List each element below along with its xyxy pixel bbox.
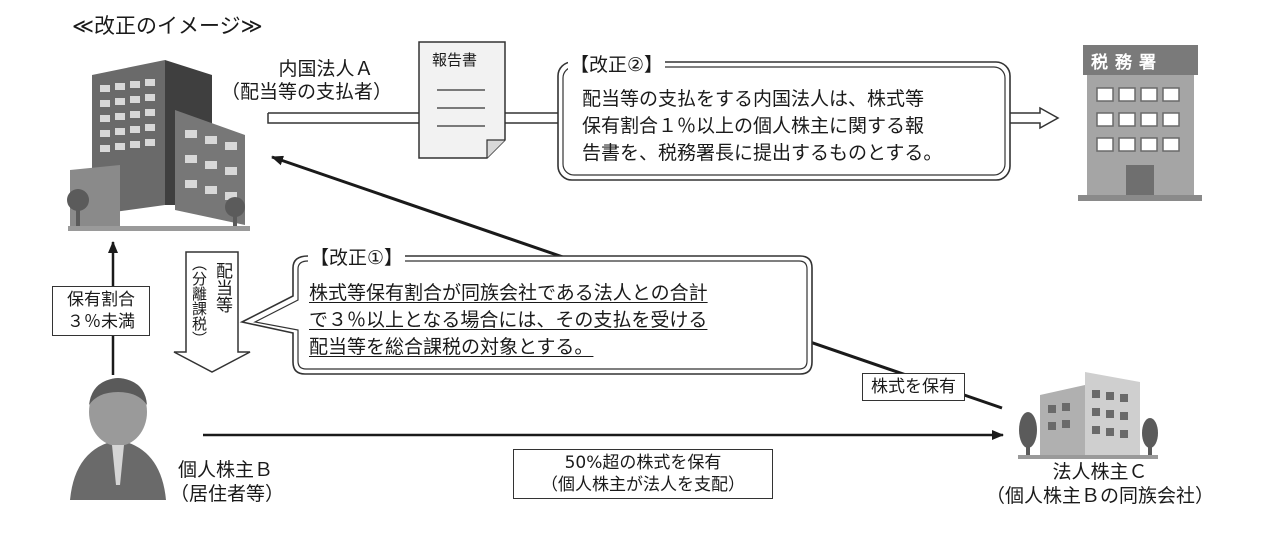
- holding-ratio-line-2: ３％未満: [67, 312, 135, 332]
- holding-ratio-box: 保有割合 ３％未満: [52, 286, 150, 336]
- revision1-line-1: 株式等保有割合が同族会社である法人との合計: [309, 282, 708, 304]
- revision1-line-2: で３％以上となる場合には、その支払を受ける: [309, 309, 708, 331]
- tax-office-sign: 税務署: [1091, 53, 1163, 73]
- revision2-line-3: 告書を、税務署長に提出するものとする。: [582, 142, 943, 164]
- revision2-callout-shape: [557, 61, 1011, 181]
- revision2-body: 配当等の支払をする内国法人は、株式等 保有割合１％以上の個人株主に関する報 告書…: [582, 86, 942, 167]
- revision2-line-1: 配当等の支払をする内国法人は、株式等: [582, 88, 925, 110]
- shareholder-b-name: 個人株主Ｂ: [178, 459, 274, 481]
- shareholder-c-name: 法人株主Ｃ: [1052, 461, 1148, 483]
- holds-shares-label: 株式を保有: [862, 373, 965, 401]
- revision1-heading: 【改正①】: [308, 246, 406, 271]
- corp-a-role: （配当等の支払者）: [221, 81, 393, 103]
- revision1-body: 株式等保有割合が同族会社である法人との合計 で３％以上となる場合には、その支払を…: [309, 280, 708, 361]
- diagram-title: ≪改正のイメージ≫: [72, 14, 263, 38]
- revision1-line-3: 配当等を総合課税の対象とする。: [309, 336, 594, 358]
- dividend-down-arrow: [173, 251, 251, 373]
- over50-box: 50%超の株式を保有 （個人株主が法人を支配）: [513, 449, 773, 499]
- report-document-icon: [418, 41, 506, 159]
- shareholder-b-role: （居住者等）: [170, 483, 285, 505]
- over50-line-1: 50%超の株式を保有: [564, 453, 722, 473]
- report-flow-arrow: [267, 106, 1060, 130]
- report-label: 報告書: [432, 51, 478, 69]
- revision1-callout-shape: [239, 255, 813, 375]
- revision2-heading: 【改正②】: [568, 53, 666, 78]
- tax-office-building-icon: [1078, 45, 1202, 201]
- dividend-label: 配当等: [212, 262, 232, 313]
- revision2-line-2: 保有割合１％以上の個人株主に関する報: [582, 115, 925, 137]
- corp-a-building-icon: [67, 60, 250, 231]
- holding-ratio-line-1: 保有割合: [67, 290, 135, 310]
- shareholder-b-person-icon: [70, 378, 166, 500]
- over50-line-2: （個人株主が法人を支配）: [541, 475, 745, 495]
- separate-taxation-label: （分離課税）: [190, 256, 208, 346]
- corp-c-building-icon: [1018, 372, 1158, 459]
- shareholder-c-role: （個人株主Ｂの同族会社）: [985, 485, 1214, 507]
- corp-a-name: 内国法人Ａ: [278, 58, 374, 80]
